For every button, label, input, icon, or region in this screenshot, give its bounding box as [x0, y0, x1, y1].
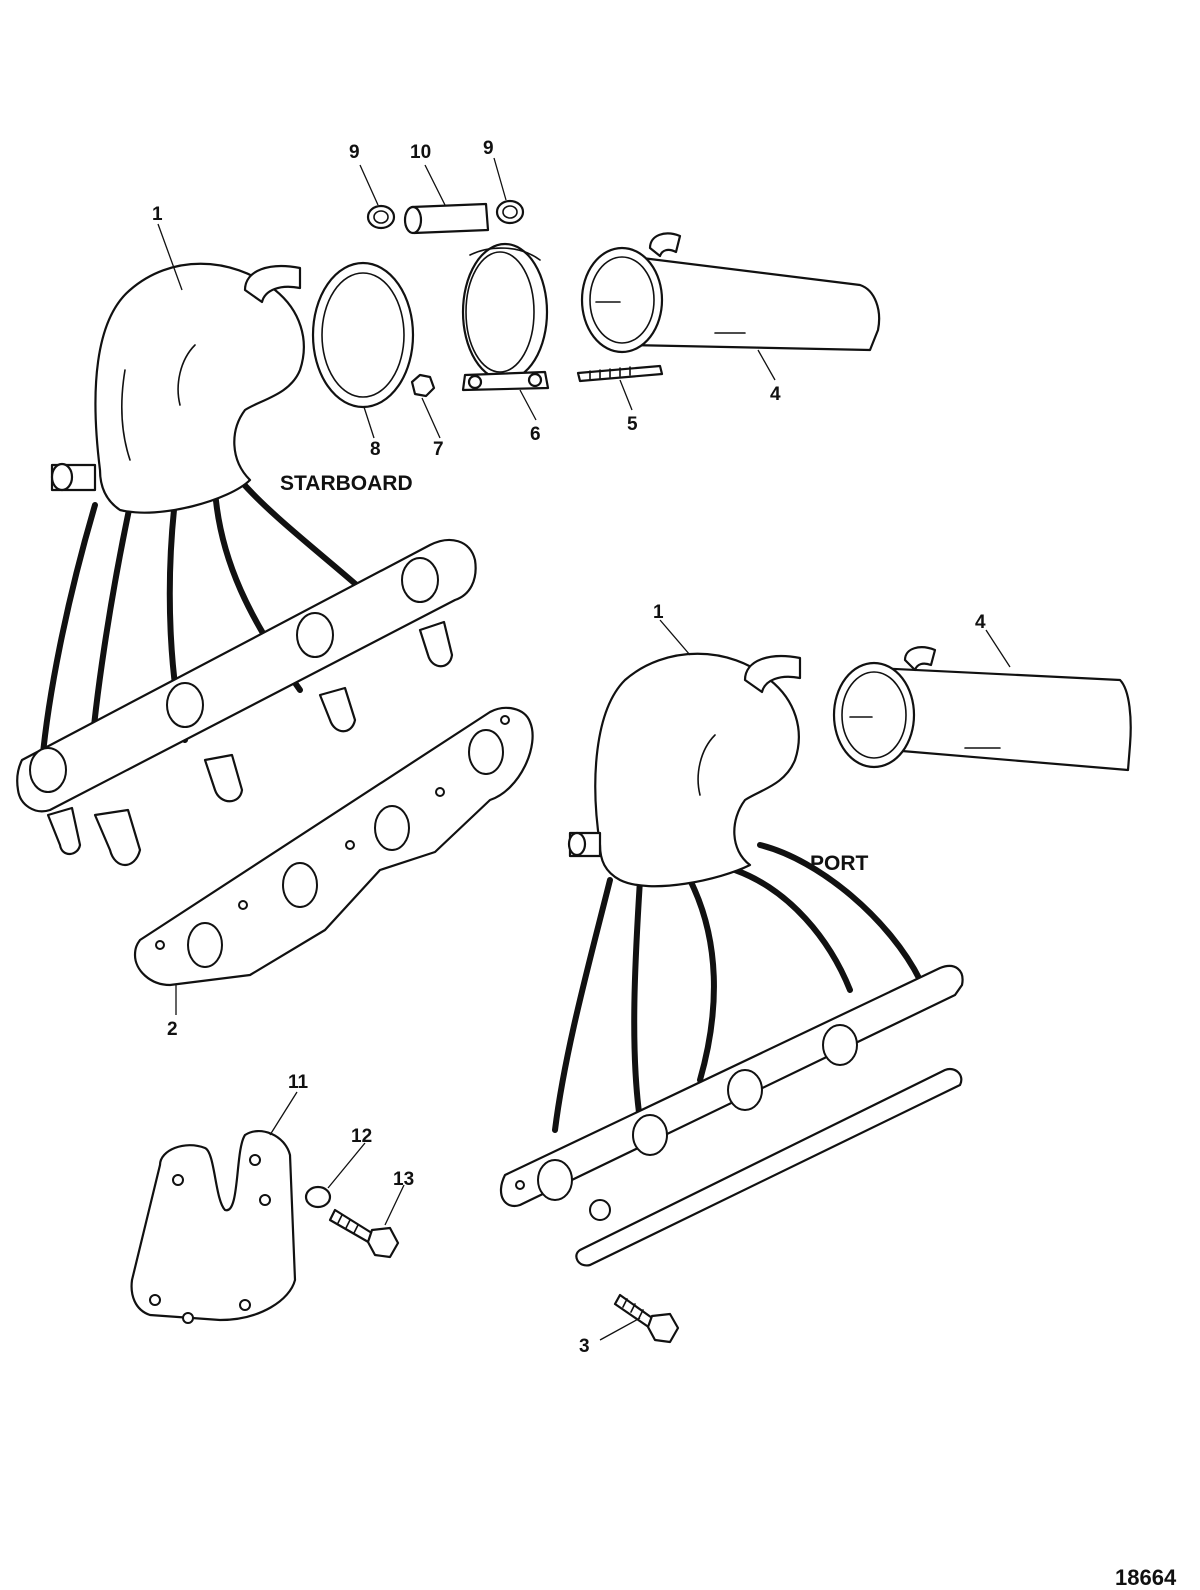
exhaust-elbow-4-port [832, 646, 1132, 772]
callout-3: 3 [579, 1336, 590, 1357]
callout-labels: 9 10 9 1 8 7 6 5 4 1 4 2 11 12 13 3 STAR… [152, 138, 1177, 1590]
callout-9-right: 9 [483, 138, 494, 159]
gasket-8 [311, 261, 415, 409]
lock-washer-12 [304, 1185, 332, 1209]
starboard-exhaust-manifold [16, 262, 477, 867]
port-label: PORT [810, 852, 869, 875]
hose-clamp-9-right [495, 199, 525, 225]
screw-13 [328, 1208, 400, 1259]
callout-4-port: 4 [975, 612, 986, 633]
callout-5: 5 [627, 414, 638, 435]
leader-lines [157, 157, 1011, 1341]
exhaust-elbow-4-top [580, 232, 881, 354]
callout-6: 6 [530, 424, 541, 445]
callout-1-starboard: 1 [152, 204, 163, 225]
callout-2: 2 [167, 1019, 178, 1040]
callout-10: 10 [410, 142, 431, 163]
callout-13: 13 [393, 1169, 414, 1190]
manifold-gasket-2 [133, 706, 534, 987]
screw-3 [613, 1293, 680, 1344]
v-band-clamp-6 [461, 242, 550, 392]
nut-7 [410, 373, 436, 398]
port-exhaust-manifold [499, 652, 964, 1267]
hose-10 [403, 202, 490, 235]
hose-clamp-9-left [366, 204, 396, 230]
callout-9-left: 9 [349, 142, 360, 163]
starboard-label: STARBOARD [280, 472, 413, 495]
callout-7: 7 [433, 439, 444, 460]
callout-4-top: 4 [770, 384, 781, 405]
callout-11: 11 [288, 1072, 309, 1093]
bracket-11 [130, 1130, 297, 1324]
callout-8: 8 [370, 439, 381, 460]
callout-1-port: 1 [653, 602, 664, 623]
stud-5 [576, 364, 664, 383]
callout-12: 12 [351, 1126, 372, 1147]
figure-number: 18664 [1115, 1565, 1177, 1590]
